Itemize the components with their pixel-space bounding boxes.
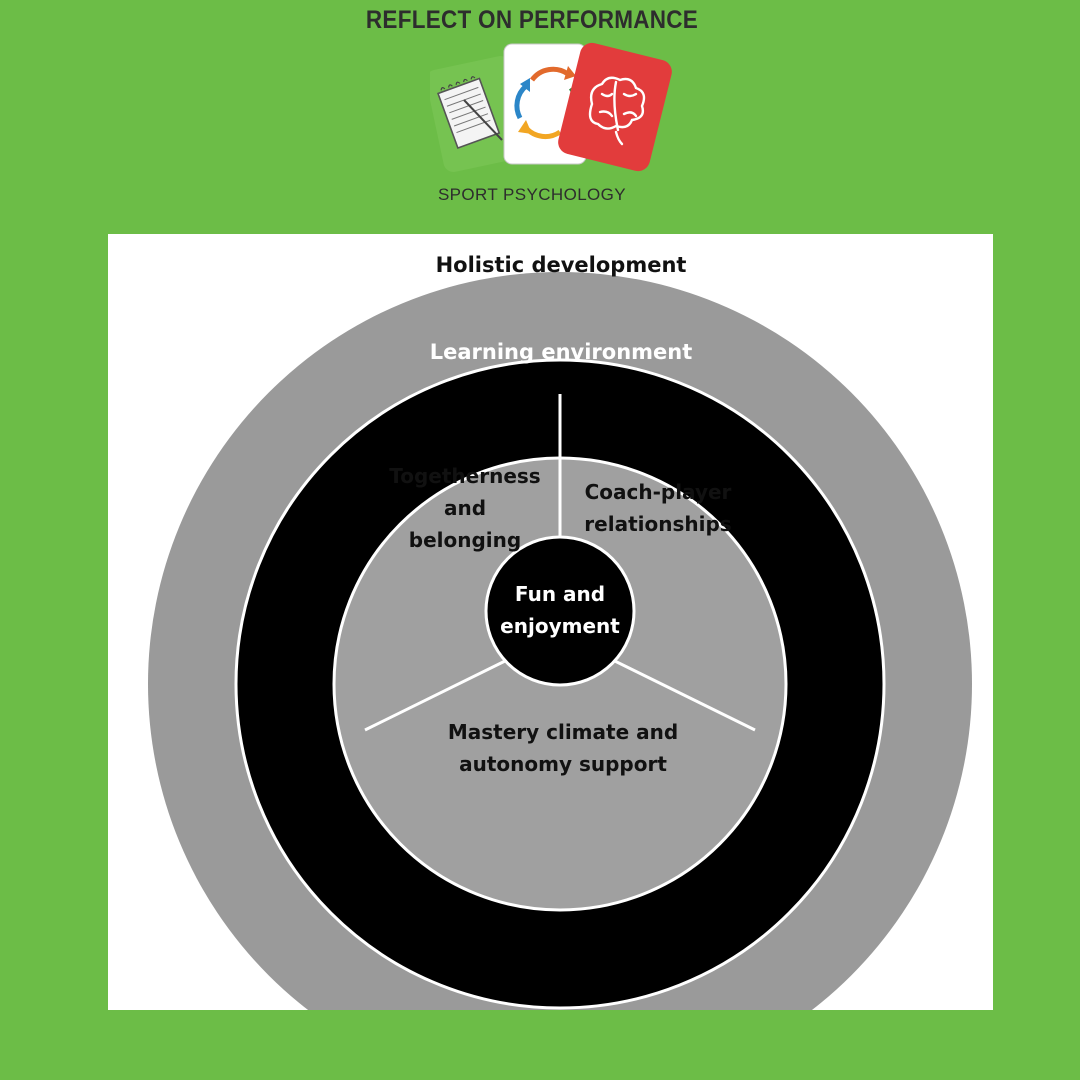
segment-left-label-3: belonging	[409, 528, 521, 552]
diagram-panel: Holistic development Learning environmen…	[108, 234, 993, 1010]
brand-logo	[425, 42, 690, 182]
segment-bottom-label-1: Mastery climate and	[448, 720, 678, 744]
segment-left-label-1: Togetherness	[389, 464, 540, 488]
brand-subtitle: SPORT PSYCHOLOGY	[437, 185, 627, 204]
core-fun-and-enjoyment	[484, 535, 636, 687]
segment-bottom-label-2: autonomy support	[459, 752, 667, 776]
brain-icon	[558, 42, 672, 172]
middle-ring-label: Learning environment	[430, 340, 693, 364]
segment-right-label-2: relationships	[584, 512, 731, 536]
concentric-diagram: Holistic development Learning environmen…	[148, 253, 972, 1010]
outer-ring-label: Holistic development	[436, 253, 687, 277]
segment-left-label-2: and	[444, 496, 486, 520]
core-label-2: enjoyment	[500, 614, 620, 638]
core-label-1: Fun and	[515, 582, 605, 606]
notepad-icon	[425, 56, 529, 172]
segment-right-label-1: Coach-player	[585, 480, 732, 504]
brand-title: REFLECT ON PERFORMANCE	[365, 6, 699, 34]
